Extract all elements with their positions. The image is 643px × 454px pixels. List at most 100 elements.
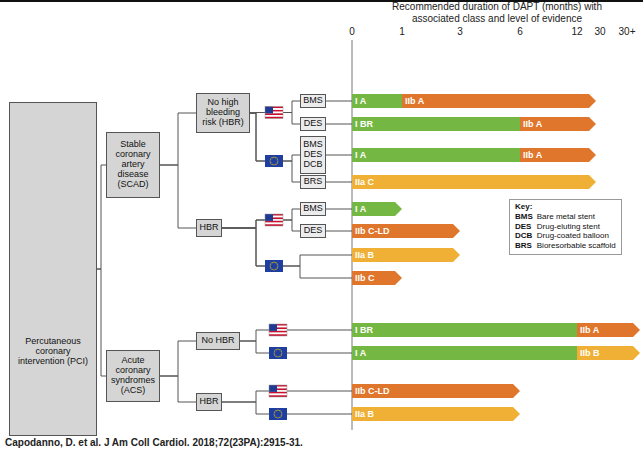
duration-bar: IIb A: [402, 94, 596, 108]
category-box: Acute coronary syndromes (ACS): [106, 350, 160, 402]
duration-bar: IIa B: [352, 407, 520, 421]
box-label: BMS DES DCB: [303, 140, 323, 170]
connector: [326, 182, 352, 183]
duration-bar: IIb B: [577, 346, 640, 360]
axis-title: Recommended duration of DAPT (months) wi…: [372, 1, 622, 25]
connector: [97, 269, 106, 376]
box-label: No high bleeding risk (HBR): [199, 98, 247, 128]
category-box: HBR: [196, 219, 222, 237]
category-box: HBR: [196, 393, 222, 411]
duration-bar: I A: [352, 202, 402, 216]
duration-bar: IIb A: [577, 323, 640, 337]
box-label: BMS: [303, 204, 323, 214]
key-entry: Bare metal stent: [537, 213, 616, 222]
duration-bar: IIb A: [520, 117, 596, 131]
connector: [160, 165, 196, 228]
tick-label: 30+: [612, 26, 642, 38]
connector: [160, 341, 196, 376]
duration-bar: IIb C-LD: [352, 384, 520, 398]
stent-box: DES: [300, 117, 326, 131]
duration-bar: IIa C: [352, 175, 596, 189]
eu-flag: [269, 408, 287, 420]
tick-label: 30: [585, 26, 615, 38]
key-entry: Bioresorbable scaffold: [537, 242, 616, 251]
key-entry: Drug-coated balloon: [537, 232, 616, 241]
connector: [240, 330, 352, 341]
connector: [222, 228, 352, 266]
duration-bar: I A: [352, 148, 520, 162]
evidence-class: I BR: [355, 117, 520, 131]
connector: [160, 113, 196, 165]
us-flag: [265, 214, 283, 226]
key-entry: BMS: [515, 213, 533, 222]
duration-bar: I A: [352, 346, 577, 360]
tick-label: 0: [337, 26, 367, 38]
category-box: No HBR: [196, 332, 240, 350]
eu-flag: [265, 155, 283, 167]
connector: [250, 113, 300, 182]
evidence-class: I BR: [355, 323, 577, 337]
duration-bar: I A: [352, 94, 402, 108]
connector: [240, 341, 352, 353]
connector: [250, 113, 300, 161]
box-label: DES: [304, 119, 323, 129]
category-box: Percutaneous coronary intervention (PCI): [9, 102, 97, 436]
connector: [222, 228, 352, 278]
evidence-class: IIb C: [355, 271, 402, 285]
key-entry: DES: [515, 223, 533, 232]
stent-box: BMS: [300, 94, 326, 108]
key-entry: Drug-eluting stent: [537, 223, 616, 232]
duration-bar: I BR: [352, 323, 577, 337]
key-box: Key:BMS Bare metal stentDES Drug-eluting s…: [509, 199, 622, 255]
citation-caption: Capodanno, D. et al. J Am Coll Cardiol. …: [5, 437, 303, 449]
box-label: DES: [304, 226, 323, 236]
box-label: BRS: [304, 177, 323, 187]
duration-bar: IIb C: [352, 271, 402, 285]
stent-box: BMS DES DCB: [300, 136, 326, 174]
box-label: No HBR: [201, 336, 234, 346]
us-flag: [269, 324, 287, 336]
evidence-class: I A: [355, 346, 577, 360]
evidence-class: I A: [355, 94, 402, 108]
connector: [250, 101, 300, 113]
tick-label: 1: [387, 26, 417, 38]
eu-flag: [265, 260, 283, 272]
evidence-class: IIb C-LD: [355, 224, 460, 238]
key-entry: DCB: [515, 232, 533, 241]
us-flag: [269, 385, 287, 397]
box-label: Acute coronary syndromes (ACS): [109, 356, 157, 396]
stent-box: BRS: [300, 175, 326, 189]
tick-label: 3: [445, 26, 475, 38]
connector: [222, 209, 300, 228]
evidence-class: I A: [355, 148, 520, 162]
evidence-class: IIa B: [355, 248, 460, 262]
eu-flag: [269, 347, 287, 359]
connector: [160, 376, 196, 402]
connector: [326, 101, 352, 102]
evidence-class: IIa C: [355, 175, 596, 189]
category-box: No high bleeding risk (HBR): [196, 93, 250, 133]
duration-bar: IIb C-LD: [352, 224, 460, 238]
stent-box: DES: [300, 224, 326, 238]
duration-bar: I BR: [352, 117, 520, 131]
connector: [326, 209, 352, 210]
evidence-class: IIa B: [355, 407, 520, 421]
connector: [326, 155, 352, 156]
box-label: BMS: [303, 96, 323, 106]
connector: [326, 124, 352, 125]
box-label: HBR: [199, 223, 218, 233]
tick-label: 6: [505, 26, 535, 38]
key-entry: Key:: [515, 203, 616, 212]
tick-label: 12: [562, 26, 592, 38]
evidence-class: IIb A: [523, 148, 596, 162]
evidence-class: IIb A: [580, 323, 640, 337]
evidence-class: IIb C-LD: [355, 384, 520, 398]
connector: [326, 231, 352, 232]
us-flag: [265, 107, 283, 119]
stent-box: BMS: [300, 202, 326, 216]
evidence-class: IIb A: [405, 94, 596, 108]
evidence-class: IIb B: [580, 346, 640, 360]
evidence-class: I A: [355, 202, 402, 216]
connector: [97, 165, 106, 269]
box-label: HBR: [199, 397, 218, 407]
